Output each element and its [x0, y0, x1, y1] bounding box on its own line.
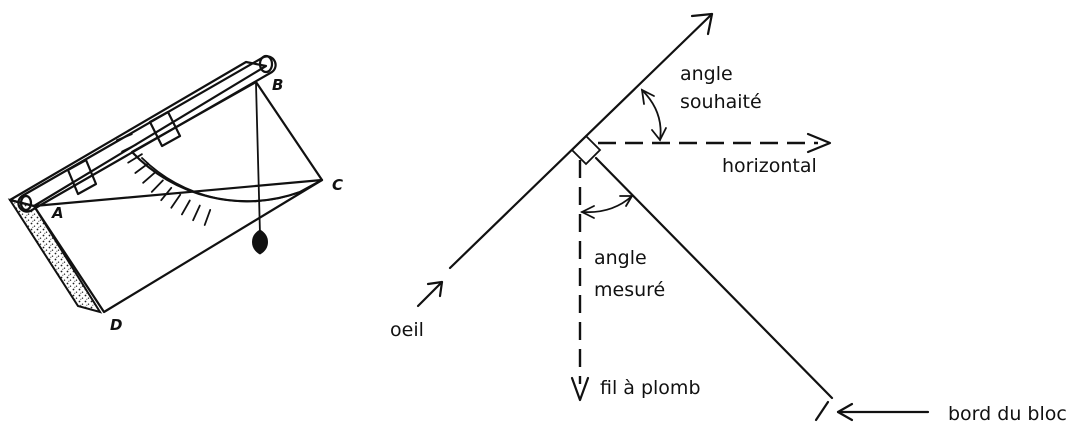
- block-edge-line: [594, 156, 834, 400]
- block-edge-arrowhead-icon: [836, 402, 854, 422]
- horizontal-arrowhead-icon: [806, 132, 832, 154]
- eye-arrow: [416, 280, 444, 308]
- measured-angle-label-line2: mesuré: [594, 279, 665, 301]
- protractor-arc: [141, 157, 301, 203]
- eye-arrowhead-icon: [426, 280, 444, 298]
- measured-angle-arrowhead-icon: [619, 195, 634, 207]
- point-c-label: C: [332, 176, 343, 194]
- protractor-tick: [160, 186, 173, 202]
- measured-angle-label-line1: angle: [594, 247, 647, 269]
- plumb-label: fil à plomb: [600, 377, 701, 399]
- block-edge-tick: [814, 400, 830, 422]
- right-angle-marker: [570, 134, 602, 166]
- protractor-tick: [127, 153, 143, 164]
- desired-angle-arrowhead-icon: [640, 88, 655, 105]
- eye-label: oeil: [390, 319, 424, 341]
- desired-angle-arrowhead-icon: [651, 127, 667, 142]
- measured-angle-arc: [581, 195, 633, 214]
- geometry-diagram: angle souhaité horizontal angle mesuré o…: [390, 12, 1067, 425]
- block-top-face: [8, 60, 268, 208]
- plumb-string: [255, 83, 261, 235]
- desired-angle-label-line2: souhaité: [680, 91, 762, 113]
- protractor-tick: [192, 204, 201, 222]
- protractor-tick: [203, 208, 212, 226]
- block-edge-label: bord du bloc: [948, 403, 1067, 425]
- tube-eyepiece: [19, 194, 33, 212]
- tube-clip: [66, 158, 98, 196]
- protractor-tick: [121, 143, 138, 153]
- point-b-label: B: [272, 76, 283, 94]
- protractor-ticks: [116, 133, 212, 226]
- measured-angle-arrowhead-icon: [579, 205, 595, 219]
- plumb-arrowhead-icon: [570, 376, 590, 402]
- horizontal-label: horizontal: [722, 155, 817, 177]
- tube-end: [258, 54, 274, 74]
- point-d-label: D: [110, 316, 122, 334]
- protractor-tick: [170, 193, 182, 209]
- plumb-bob-icon: [252, 229, 268, 255]
- tube-clip: [148, 110, 182, 148]
- protractor-tick: [180, 199, 191, 216]
- block-front-face: [32, 178, 324, 314]
- sight-arrowhead-icon: [690, 12, 714, 36]
- point-a-label: A: [51, 204, 64, 222]
- desired-angle-label-line1: angle: [680, 63, 733, 85]
- protractor-tick: [150, 179, 164, 193]
- clinometer-drawing: A B C D: [7, 54, 343, 334]
- protractor-tick: [134, 162, 150, 174]
- protractor-tick: [116, 133, 133, 142]
- desired-angle-arc: [641, 89, 662, 141]
- protractor-tick: [142, 171, 157, 184]
